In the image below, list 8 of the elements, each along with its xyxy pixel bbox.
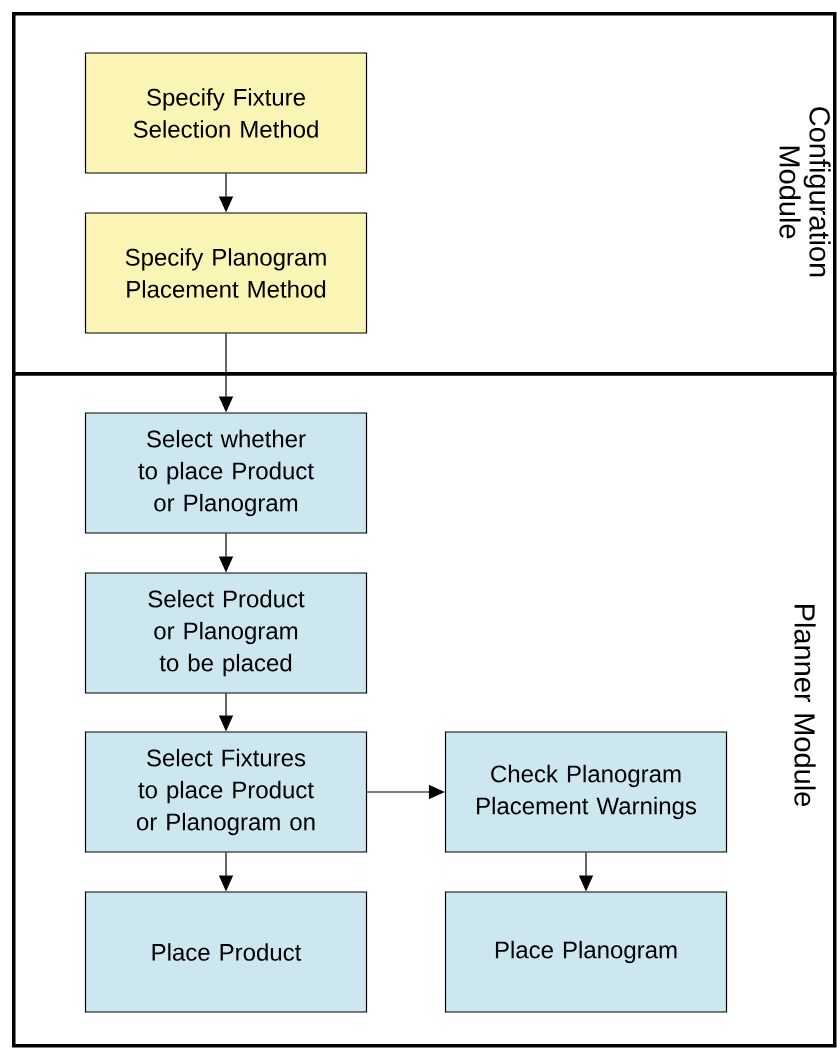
process-box: Specify Fixture Selection Method — [84, 52, 368, 174]
process-box: Place Planogram — [444, 891, 728, 1013]
process-box: Check Planogram Placement Warnings — [444, 731, 728, 853]
process-box: Specify Planogram Placement Method — [84, 212, 368, 334]
process-box: Select whether to place Product or Planogram — [84, 412, 368, 534]
process-box: Select Product or Planogram to be placed — [84, 572, 368, 694]
process-box: Place Product — [84, 891, 368, 1013]
process-box: Select Fixtures to place Product or Planogram on — [84, 731, 368, 853]
